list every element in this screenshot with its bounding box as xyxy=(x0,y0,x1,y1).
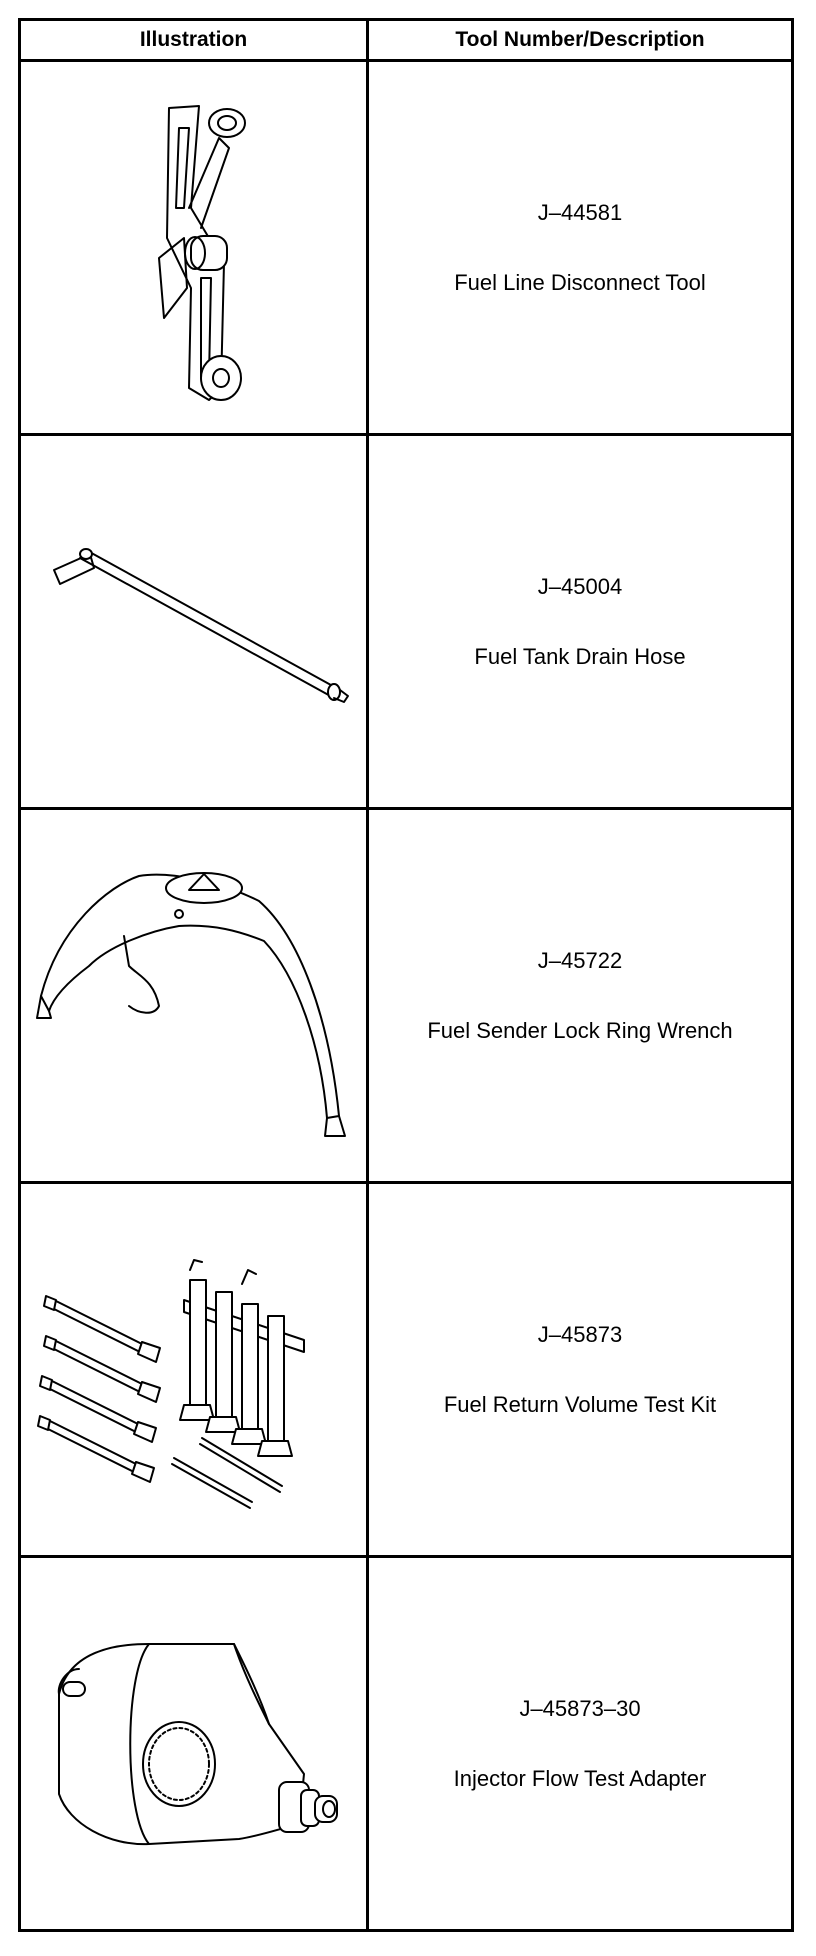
lock-ring-wrench-icon xyxy=(35,871,346,1137)
tool-number: J–45873 xyxy=(537,1321,623,1347)
tool-cell: J–45722 Fuel Sender Lock Ring Wrench xyxy=(366,807,794,1184)
tool-description: Injector Flow Test Adapter xyxy=(453,1765,707,1791)
illustration-cell xyxy=(18,807,369,1184)
table-row: J–44581 Fuel Line Disconnect Tool xyxy=(18,59,794,436)
table-header-row: Illustration Tool Number/Description xyxy=(18,18,794,62)
table-row: J–45873 Fuel Return Volume Test Kit xyxy=(18,1181,794,1558)
tool-number: J–45722 xyxy=(537,947,623,973)
test-kit-icon xyxy=(36,1258,305,1509)
tool-description: Fuel Line Disconnect Tool xyxy=(454,269,706,295)
fuel-line-disconnect-tool-icon xyxy=(157,104,246,401)
tool-cell: J–44581 Fuel Line Disconnect Tool xyxy=(366,59,794,436)
flow-test-adapter-icon xyxy=(57,1642,338,1845)
tool-number: J–45004 xyxy=(537,573,623,599)
header-tool-number-description: Tool Number/Description xyxy=(366,18,794,62)
illustration-cell xyxy=(18,1555,369,1932)
tool-cell: J–45873–30 Injector Flow Test Adapter xyxy=(366,1555,794,1932)
illustration-cell xyxy=(18,433,369,810)
tool-number: J–44581 xyxy=(537,199,623,225)
fuel-tank-drain-hose-icon xyxy=(52,547,349,703)
tool-description: Fuel Return Volume Test Kit xyxy=(443,1391,717,1417)
tool-description: Fuel Sender Lock Ring Wrench xyxy=(427,1017,733,1043)
tool-cell: J–45873 Fuel Return Volume Test Kit xyxy=(366,1181,794,1558)
table-row: J–45873–30 Injector Flow Test Adapter xyxy=(18,1555,794,1932)
tool-description: Fuel Tank Drain Hose xyxy=(474,643,686,669)
table-row: J–45004 Fuel Tank Drain Hose xyxy=(18,433,794,810)
tool-table: Illustration Tool Number/Description xyxy=(18,18,794,1932)
table-row: J–45722 Fuel Sender Lock Ring Wrench xyxy=(18,807,794,1184)
illustration-cell xyxy=(18,59,369,436)
illustration-cell xyxy=(18,1181,369,1558)
tool-cell: J–45004 Fuel Tank Drain Hose xyxy=(366,433,794,810)
tool-number: J–45873–30 xyxy=(519,1695,641,1721)
header-illustration: Illustration xyxy=(18,18,369,62)
